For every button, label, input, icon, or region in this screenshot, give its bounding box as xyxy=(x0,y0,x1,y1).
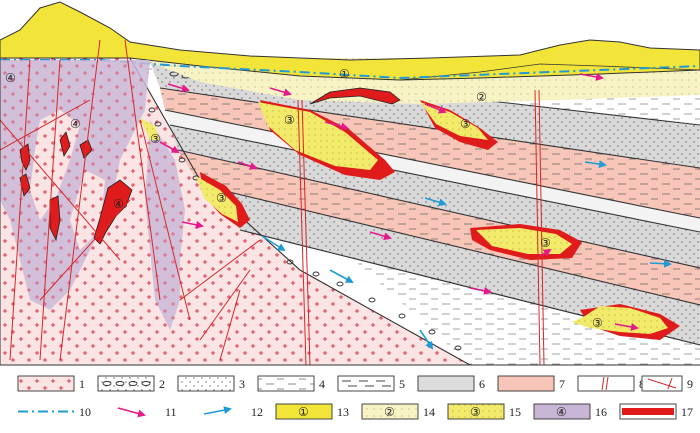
legend-swatch-1 xyxy=(17,375,75,392)
zone-3-label-b: ③ xyxy=(460,117,471,131)
legend-swatch-2 xyxy=(97,375,155,392)
zone-1-cover xyxy=(0,1,700,81)
zone-3-label-c: ③ xyxy=(150,132,161,146)
zone-4-label-c: ④ xyxy=(113,197,124,211)
zone-3-label-d: ③ xyxy=(540,236,551,250)
legend-swatch-7 xyxy=(497,375,555,392)
legend-number-13: 13 xyxy=(337,405,349,419)
legend-number-7: 7 xyxy=(559,377,565,391)
legend-swatch-5 xyxy=(337,375,395,392)
legend-number-4: 4 xyxy=(319,377,325,391)
legend-swatch-3 xyxy=(177,375,235,392)
roll-front-1 xyxy=(258,100,395,180)
zone-3-label-a: ③ xyxy=(284,113,295,127)
legend-swatch-14 xyxy=(361,403,419,420)
legend-number-15: 15 xyxy=(509,405,521,419)
legend-number-6: 6 xyxy=(479,377,485,391)
legend-number-11: 11 xyxy=(165,405,177,419)
surface-ore-lens xyxy=(309,87,401,105)
legend: 123456789101112①13②14③15④1617 xyxy=(17,375,693,420)
zone-1-label: ① xyxy=(339,67,350,81)
legend-swatch-16 xyxy=(533,403,591,420)
legend-item-13: ① 13 xyxy=(275,403,349,420)
legend-item-5: 5 xyxy=(337,375,405,392)
legend-item-7: 7 xyxy=(497,375,565,392)
legend-number-1: 1 xyxy=(79,377,85,391)
roll-front-5 xyxy=(196,172,250,228)
legend-number-17: 17 xyxy=(681,405,693,419)
legend-swatch-8 xyxy=(577,375,635,392)
zone-4-label-a: ④ xyxy=(5,71,16,85)
legend-item-9: 9 xyxy=(641,375,693,392)
legend-number-5: 5 xyxy=(399,377,405,391)
legend-swatch-15 xyxy=(447,403,505,420)
legend-item-2: 2 xyxy=(97,375,165,392)
roll-front-3 xyxy=(470,224,582,260)
roll-front-6 xyxy=(140,118,160,140)
water-table xyxy=(0,59,700,80)
legend-item-17: 17 xyxy=(619,403,693,420)
legend-number-2: 2 xyxy=(159,377,165,391)
roll-front-4 xyxy=(572,304,680,340)
zone-3-label-f: ③ xyxy=(216,191,227,205)
legend-item-12: 12 xyxy=(203,405,263,419)
legend-mark-13: ① xyxy=(298,405,309,419)
zone-labels: ① ② ③ ③ ③ ③ ③ ③ ④ ④ ④ xyxy=(5,67,603,330)
legend-number-14: 14 xyxy=(423,405,435,419)
legend-mark-15: ③ xyxy=(470,405,481,419)
legend-item-11: 11 xyxy=(117,405,177,419)
legend-number-9: 9 xyxy=(687,377,693,391)
zone-3-label-e: ③ xyxy=(592,316,603,330)
legend-number-10: 10 xyxy=(79,405,91,419)
legend-swatch-6 xyxy=(417,375,475,392)
legend-item-6: 6 xyxy=(417,375,485,392)
legend-item-14: ② 14 xyxy=(361,403,435,420)
zone-2-label: ② xyxy=(476,90,487,104)
legend-item-1: 1 xyxy=(17,375,85,392)
legend-number-12: 12 xyxy=(251,405,263,419)
legend-swatch-4 xyxy=(257,375,315,392)
legend-mark-14: ② xyxy=(384,405,395,419)
legend-number-3: 3 xyxy=(239,377,245,391)
legend-item-15: ③ 15 xyxy=(447,403,521,420)
legend-swatch-13 xyxy=(275,403,333,420)
legend-number-16: 16 xyxy=(595,405,607,419)
zone-4-label-b: ④ xyxy=(70,117,81,131)
legend-item-4: 4 xyxy=(257,375,325,392)
legend-item-10: 10 xyxy=(18,405,91,419)
legend-item-3: 3 xyxy=(177,375,245,392)
legend-item-16: ④ 16 xyxy=(533,403,607,420)
legend-item-8: 8 xyxy=(577,375,645,392)
legend-mark-16: ④ xyxy=(556,405,567,419)
